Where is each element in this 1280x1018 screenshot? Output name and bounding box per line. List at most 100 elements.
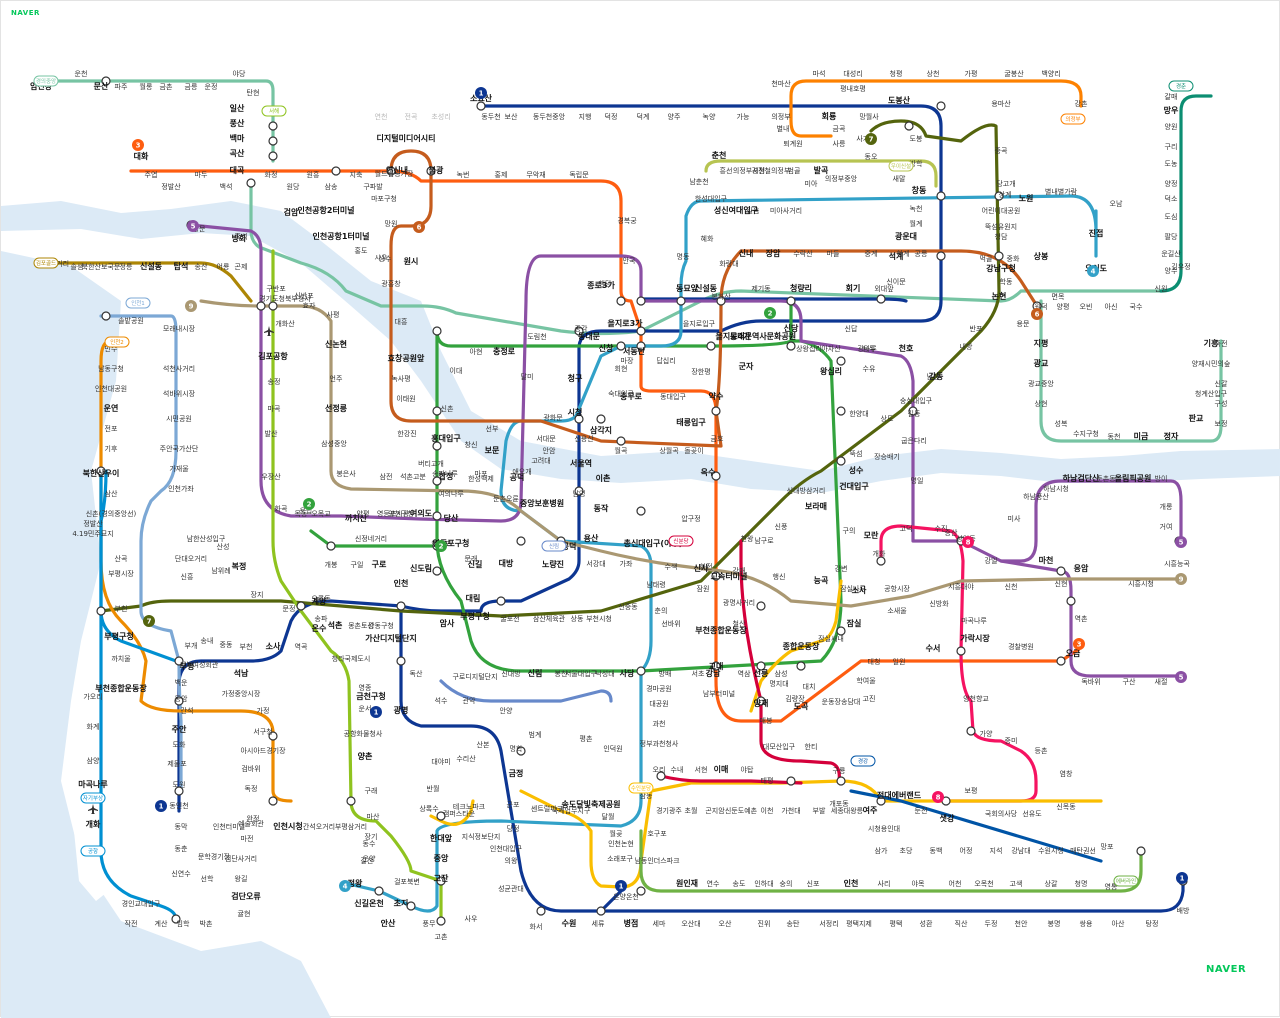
station-label[interactable]: 숙대입구	[608, 390, 634, 398]
station-label[interactable]: 남부터미널	[703, 689, 735, 698]
station-label[interactable]: 지석	[990, 846, 1003, 855]
station-label[interactable]: 석수	[435, 696, 448, 705]
station-label[interactable]: 둔촌동	[1096, 474, 1116, 483]
station-label[interactable]: 마장	[621, 356, 634, 365]
station-label[interactable]: 강남	[706, 668, 721, 678]
station-label[interactable]: 온양온천	[613, 892, 639, 901]
station-label[interactable]: 학동	[1000, 277, 1013, 286]
line-everline[interactable]	[639, 829, 1143, 893]
station-label[interactable]: 구일	[351, 560, 364, 569]
station-node[interactable]	[786, 341, 796, 351]
station-label[interactable]: 부개	[185, 641, 198, 650]
station-label[interactable]: 고색	[1010, 879, 1023, 888]
station-label[interactable]: 소사	[266, 641, 281, 651]
station-label[interactable]: 부천종합운동장	[95, 683, 147, 693]
station-label[interactable]: 개화산	[275, 319, 295, 328]
station-label[interactable]: 을지로입구	[683, 319, 716, 328]
station-label[interactable]: 경기광주	[656, 806, 682, 815]
station-label[interactable]: 독립문	[569, 171, 589, 179]
station-label[interactable]: 남춘천	[689, 177, 708, 186]
station-label[interactable]: 강변	[835, 564, 848, 573]
station-label[interactable]: 충정로	[493, 346, 516, 356]
line-name-tag[interactable]: 경강	[850, 755, 876, 767]
station-label[interactable]: 운천	[75, 69, 88, 78]
station-label[interactable]: 동작	[594, 503, 609, 513]
station-label[interactable]: 행신	[773, 572, 786, 581]
station-label[interactable]: 언주	[330, 374, 343, 383]
station-label[interactable]: 염창	[1060, 770, 1073, 778]
station-label[interactable]: 산성	[217, 542, 230, 551]
station-node[interactable]	[596, 414, 606, 424]
station-label[interactable]: 등촌	[1035, 746, 1048, 755]
station-label[interactable]: 시청	[568, 407, 583, 417]
station-node[interactable]	[386, 166, 396, 176]
station-label[interactable]: 보라매	[805, 501, 827, 511]
station-label[interactable]: 사평	[327, 310, 340, 319]
line-name-tag[interactable]: 신분당	[668, 535, 694, 547]
station-label[interactable]: 광교	[1034, 358, 1049, 368]
station-label[interactable]: 덕소	[1165, 194, 1178, 203]
station-label[interactable]: 길음	[747, 207, 760, 215]
station-node[interactable]	[174, 786, 184, 796]
station-label[interactable]: 범계	[529, 730, 542, 739]
station-label[interactable]: 금곡	[833, 125, 846, 133]
station-label[interactable]: 대치	[803, 682, 816, 691]
station-label[interactable]: 정왕	[348, 878, 363, 888]
station-label[interactable]: 대흥	[395, 317, 408, 326]
line-uijeongbu[interactable]	[789, 79, 1083, 138]
station-label[interactable]: 성수	[849, 465, 864, 475]
station-label[interactable]: 소새울	[887, 606, 907, 615]
station-label[interactable]: 인천공항2터미널	[297, 205, 354, 215]
station-label[interactable]: 한양대	[849, 410, 868, 418]
line-badge[interactable]: 7	[865, 133, 877, 145]
station-label[interactable]: 불광	[429, 165, 444, 175]
station-label[interactable]: 주엽	[145, 170, 158, 179]
station-label[interactable]: 합정	[439, 471, 454, 481]
station-label[interactable]: 갈산	[361, 856, 374, 865]
station-label[interactable]: 압구정	[681, 514, 700, 523]
station-label[interactable]: 동두천	[481, 112, 500, 121]
station-label[interactable]: 청계산입구	[1195, 389, 1228, 398]
station-label[interactable]: 발곡	[814, 165, 829, 175]
station-label[interactable]: 탕정	[1146, 919, 1159, 928]
station-node[interactable]	[432, 566, 442, 576]
station-label[interactable]: 화서	[530, 922, 543, 931]
station-label[interactable]: 송도달빛축제공원	[562, 799, 621, 809]
station-label[interactable]: 샛강	[940, 813, 955, 823]
station-label[interactable]: 하계	[897, 249, 910, 258]
station-label[interactable]: 일산	[230, 103, 245, 113]
station-label[interactable]: 솔샘	[71, 262, 84, 271]
station-label[interactable]: 하남검단산	[1063, 473, 1100, 483]
station-label[interactable]: 시민공원	[166, 414, 192, 423]
station-label[interactable]: 서초	[692, 669, 705, 678]
line-badge[interactable]: 2	[303, 498, 315, 510]
station-label[interactable]: 마포	[475, 469, 488, 478]
station-label[interactable]: 신천	[1005, 582, 1018, 591]
station-label[interactable]: 청구	[568, 373, 583, 383]
station-label[interactable]: 마들	[827, 249, 840, 258]
station-label[interactable]: 방화	[232, 233, 247, 243]
line-ui-sinseol[interactable]	[704, 159, 938, 188]
station-node[interactable]	[706, 341, 716, 351]
station-label[interactable]: 한대앞	[430, 833, 453, 843]
station-label[interactable]: 원덕	[1035, 302, 1048, 311]
station-label[interactable]: 이대	[450, 366, 463, 375]
station-label[interactable]: 동대문역사문화공원	[730, 331, 796, 341]
station-label[interactable]: 가천대	[781, 806, 800, 815]
station-label[interactable]: 가정중앙시장	[222, 689, 261, 698]
station-label[interactable]: 고진	[863, 694, 876, 703]
station-label[interactable]: 녹사평	[391, 374, 410, 383]
station-label[interactable]: 종각	[575, 325, 588, 333]
station-label[interactable]: 용마산	[991, 99, 1011, 108]
station-label[interactable]: 논현	[992, 291, 1007, 301]
station-label[interactable]: 장기	[365, 832, 378, 841]
line-name-tag[interactable]: 인천1	[125, 297, 151, 309]
station-label[interactable]: 판교	[1189, 413, 1204, 423]
station-label[interactable]: 공덕	[510, 472, 525, 482]
station-label[interactable]: 동오	[865, 153, 878, 161]
station-label[interactable]: 녹양	[703, 113, 716, 121]
station-label[interactable]: 송산	[195, 262, 208, 271]
station-node[interactable]	[796, 661, 806, 671]
station-node[interactable]	[756, 601, 766, 611]
station-label[interactable]: 모래내시장	[163, 324, 196, 333]
